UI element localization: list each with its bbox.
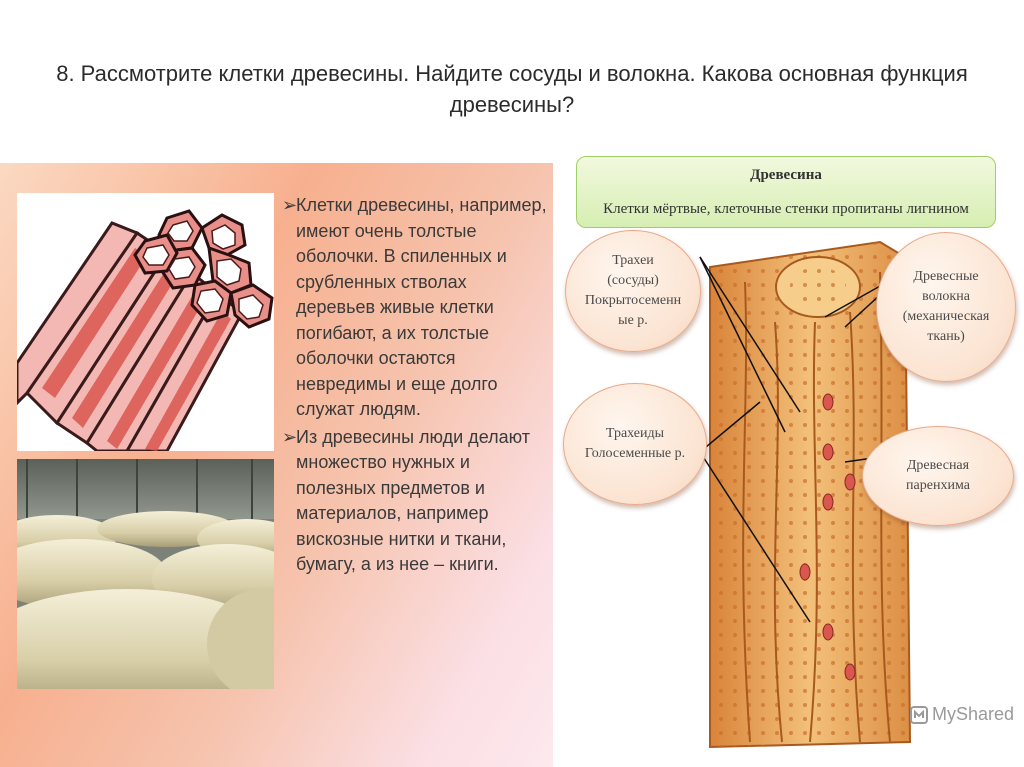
diagram-header-subtitle: Клетки мёртвые, клеточные стенки пропита… <box>603 201 969 217</box>
label-fibers: Древесные волокна (механическая ткань) <box>876 232 1016 382</box>
label-tracheae-text: Трахеи (сосуды) Покрытосеменн ые р. <box>584 253 682 328</box>
label-fibers-text: Древесные волокна (механическая ткань) <box>902 269 990 344</box>
bullet-icon: ➢ <box>282 426 298 447</box>
wood-structure-diagram <box>560 152 1024 767</box>
myshared-logo-icon <box>910 705 928 724</box>
bullet-icon: ➢ <box>282 195 298 215</box>
text-block: ➢ Клетки древесины, например, имеют очен… <box>282 193 547 580</box>
label-parenchyma-text: Древесная паренхима <box>906 458 970 493</box>
label-tracheae: Трахеи (сосуды) Покрытосеменн ые р. <box>565 230 701 352</box>
paper-rolls-photo <box>17 459 274 689</box>
watermark: MyShared <box>910 704 1014 725</box>
label-tracheids-text: Трахеиды Голосеменные р. <box>584 426 686 461</box>
diagram-header: Древесина Клетки мёртвые, клеточные стен… <box>576 156 996 228</box>
label-tracheids: Трахеиды Голосеменные р. <box>563 383 707 505</box>
label-parenchyma: Древесная паренхима <box>862 426 1014 526</box>
paragraph-2: ➢ Из древесины люди делают множество нуж… <box>282 425 547 578</box>
left-panel: ➢ Клетки древесины, например, имеют очен… <box>0 163 553 767</box>
slide-title: 8. Рассмотрите клетки древесины. Найдите… <box>56 61 968 117</box>
wood-cells-illustration <box>17 193 274 451</box>
diagram-header-title: Древесина <box>750 167 822 183</box>
paragraph-2-text: Из древесины люди делают множество нужны… <box>296 426 530 575</box>
watermark-text: MyShared <box>932 704 1015 724</box>
paragraph-1-text: Клетки древесины, например, имеют очень … <box>296 195 547 419</box>
paragraph-1: ➢ Клетки древесины, например, имеют очен… <box>282 193 547 423</box>
